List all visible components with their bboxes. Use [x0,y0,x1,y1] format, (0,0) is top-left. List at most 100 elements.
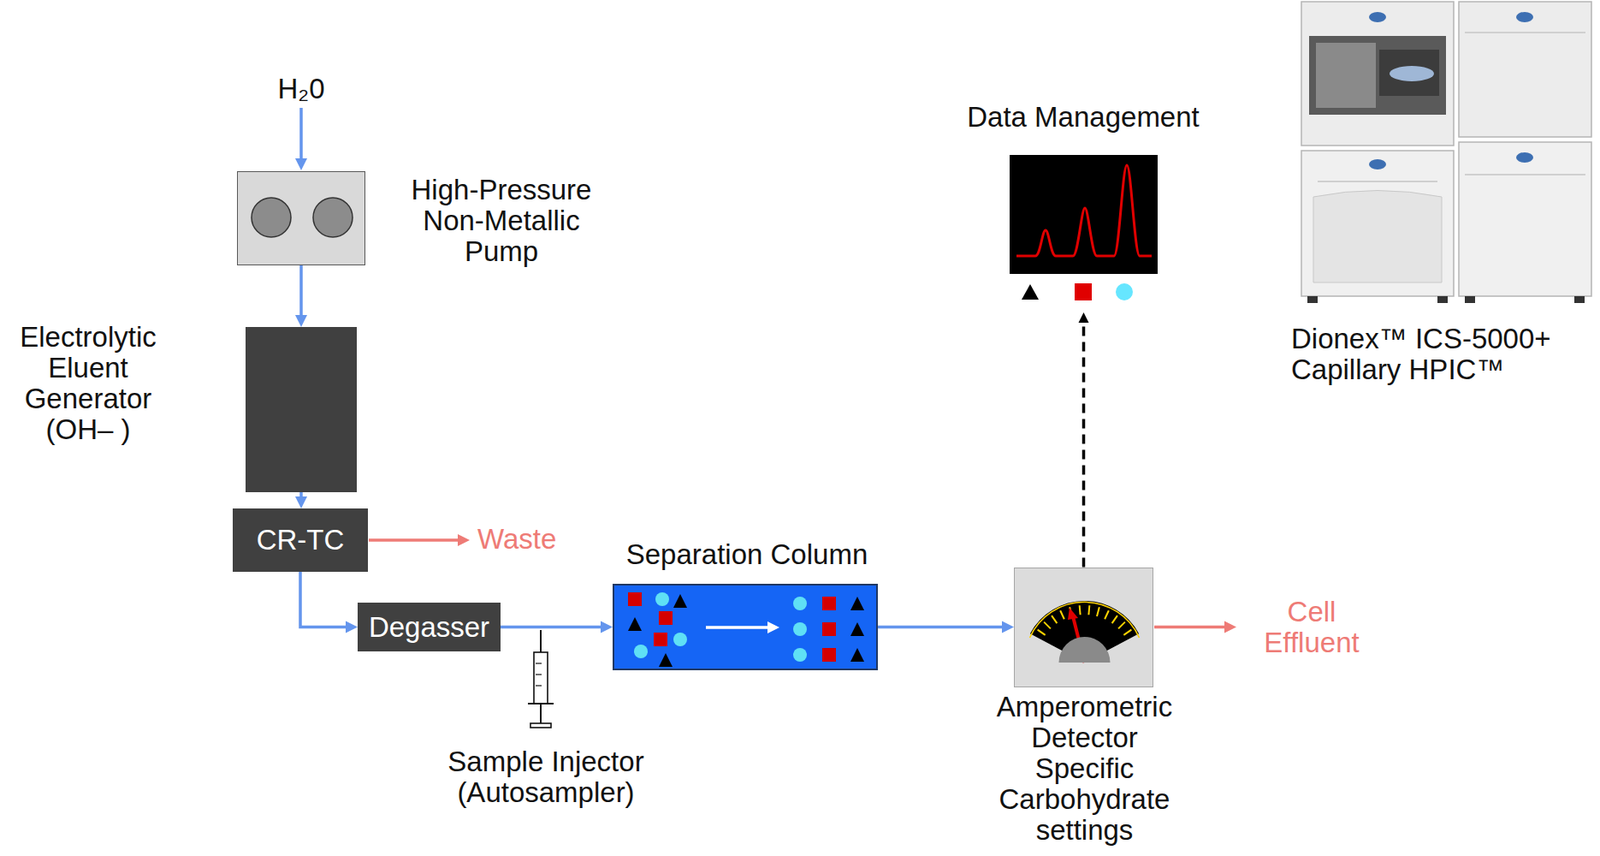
column-graphic-part [628,592,642,606]
instrument-label: Dionex™ ICS-5000+ Capillary HPIC™ [1291,323,1583,386]
connector-line [1082,321,1086,568]
column-graphic-part [658,610,673,625]
arrow-head [1001,621,1014,634]
detector-box: Amperometric Detector Specific Carbohydr… [1013,567,1154,688]
arrow-head [295,496,308,509]
instrument-photo-part [1458,1,1592,137]
column-graphic-part [793,647,807,662]
connector-line [300,571,347,628]
syringe-icon-part [530,722,552,728]
syringe-icon-part [539,629,542,652]
syringe-icon-part [535,673,542,675]
column-graphic-part [793,622,807,636]
column-graphic-part [655,592,670,606]
syringe-icon-part [535,662,542,664]
syringe-icon-part [533,651,548,704]
eluent-generator-box: Electrolytic Eluent Generator (OH– ) [245,326,357,492]
syringe-icon-part [535,684,542,686]
instrument-photo [1301,1,1592,303]
flow-connector [295,491,308,509]
instrument-photo-part [1379,49,1440,96]
cell-effluent-arrow-part [1224,621,1237,634]
instrument-photo-part [1368,11,1387,23]
waste-label: Waste [477,523,581,555]
pump-graphic [237,171,365,265]
meter-graphic-part [1104,610,1109,619]
instrument-photo-part [1301,150,1454,297]
column-graphic-part [822,596,836,611]
meter-graphic-part [1087,604,1091,615]
meter-graphic-part [1060,610,1065,619]
column-graphic-part [822,622,836,636]
node-heading: Amperometric Detector Specific Carbohydr… [992,691,1177,846]
chart-graphic-part [1115,283,1133,301]
column-graphic-part [793,596,807,611]
instrument-photo-part [1313,190,1442,284]
column-graphic-part [850,622,865,636]
meter-graphic-part [1059,636,1111,663]
column-graphic-part [673,632,688,646]
instrument-photo-part [1437,296,1448,303]
waste-arrow-part [457,533,470,546]
flow-connector [877,621,1014,634]
meter-graphic-part [1051,615,1057,623]
connector-line [877,625,1003,629]
meter-graphic-part [1037,628,1046,635]
injector-label: Sample Injector (Autosampler) [438,746,653,808]
water-inlet-arrow-part [295,158,308,171]
box-label: CR-TC [256,524,345,556]
chart-graphic [1009,154,1158,313]
cell-effluent-arrow-part [1154,625,1226,629]
arrow-head [1078,312,1090,323]
flow-connector [295,265,308,327]
connector-line [299,265,303,316]
chart-graphic-part [1074,283,1092,301]
syringe-icon-part [539,703,542,724]
water-label: H₂0 [266,73,336,105]
chart-graphic-part [1016,165,1152,256]
trap-column-box: CR-TC [232,508,368,572]
chart-graphic-part [1009,154,1158,274]
instrument-photo-part [1301,1,1454,146]
effluent-label: Cell Effluent [1251,596,1372,658]
arrow-head [345,621,358,634]
syringe-icon [527,629,554,728]
node-heading: Separation Column [614,539,880,570]
instrument-photo-part [1458,142,1592,297]
node-heading: Data Management [954,101,1212,133]
cell-effluent-arrow [1154,621,1237,634]
degasser-box: Degasser [357,602,501,652]
column-graphic-part [767,621,780,634]
flow-connector [300,571,358,634]
meter-graphic-part [1123,628,1132,635]
instrument-photo-part [1315,42,1376,108]
arrow-head [600,621,613,634]
water-inlet-arrow-part [299,107,303,160]
node-heading: High-Pressure Non-Metallic Pump [394,174,609,267]
waste-arrow [368,533,470,546]
column-graphic-part [850,647,865,662]
signal-connector [1078,312,1090,568]
waste-arrow-part [368,538,459,542]
box-label: Degasser [368,611,490,643]
column-graphic-part [850,596,865,611]
node-heading: Electrolytic Eluent Generator (OH– ) [6,321,170,445]
instrument-photo-part [1574,296,1585,303]
instrument-photo-part [1317,180,1438,183]
pump-graphic-part [251,197,291,238]
instrument-photo-part [1309,35,1446,115]
chart-graphic-part [1021,284,1039,300]
meter-graphic-part [1096,606,1100,617]
separation-column: Separation Column [612,583,878,670]
flow-connector [500,621,613,634]
meter-graphic-part [1112,615,1118,623]
column-graphic-part [628,616,642,631]
column-graphic-part [653,632,668,646]
instrument-photo-part [1389,65,1435,82]
arrow-head [295,314,308,327]
instrument-photo-part [1464,296,1476,303]
pump-box: High-Pressure Non-Metallic Pump [237,171,366,266]
column-graphic-part [673,593,688,608]
meter-graphic-part [1030,601,1140,638]
